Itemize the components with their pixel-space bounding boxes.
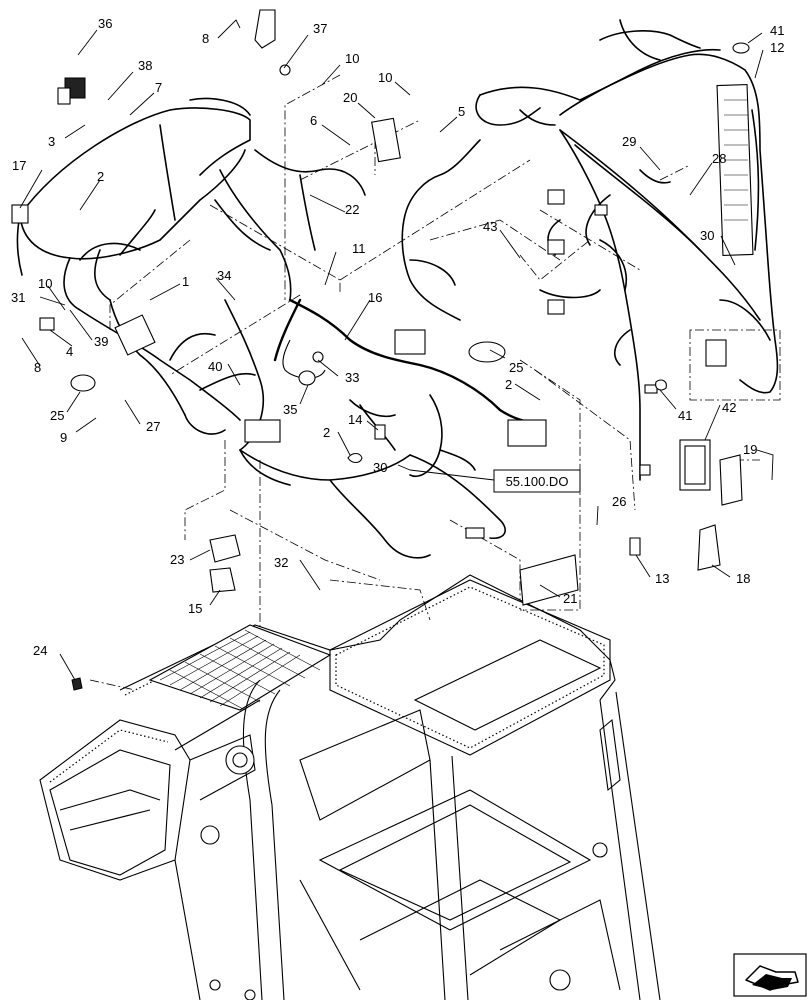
callout-29: 29 xyxy=(622,134,636,149)
next-page-arrow-icon[interactable] xyxy=(733,953,807,997)
callout-9: 9 xyxy=(60,430,67,445)
callout-16: 16 xyxy=(368,290,382,305)
machine-frame xyxy=(39,574,661,1000)
callout-17: 17 xyxy=(12,158,26,173)
callout-18: 18 xyxy=(736,571,750,586)
section-reference-label: 55.100.DO xyxy=(506,474,569,489)
callout-10: 10 xyxy=(345,51,359,66)
callout-31: 31 xyxy=(11,290,25,305)
callout-2: 2 xyxy=(323,425,330,440)
callout-38: 38 xyxy=(138,58,152,73)
callout-40: 40 xyxy=(208,359,222,374)
callout-7: 7 xyxy=(155,80,162,95)
callout-22: 22 xyxy=(345,202,359,217)
callout-25: 25 xyxy=(50,408,64,423)
callout-8: 8 xyxy=(202,31,209,46)
callout-1: 1 xyxy=(182,274,189,289)
callout-33: 33 xyxy=(345,370,359,385)
assembly-lines xyxy=(89,74,781,691)
callout-39: 39 xyxy=(94,334,108,349)
callout-8: 8 xyxy=(34,360,41,375)
callout-2: 2 xyxy=(97,169,104,184)
callout-32: 32 xyxy=(274,555,288,570)
callout-19: 19 xyxy=(743,442,757,457)
callout-30: 30 xyxy=(373,460,387,475)
callout-41: 41 xyxy=(678,408,692,423)
callout-42: 42 xyxy=(722,400,736,415)
callout-10: 10 xyxy=(378,70,392,85)
callout-11: 11 xyxy=(352,241,366,256)
callout-10: 10 xyxy=(38,276,52,291)
callout-6: 6 xyxy=(310,113,317,128)
callout-labels: 36 8 37 10 38 7 3 20 10 6 5 17 2 22 41 1… xyxy=(11,16,784,658)
callout-4: 4 xyxy=(66,344,73,359)
callout-15: 15 xyxy=(188,601,202,616)
leader-lines xyxy=(19,19,774,681)
callout-37: 37 xyxy=(313,21,327,36)
components xyxy=(11,9,754,691)
callout-30: 30 xyxy=(700,228,714,243)
callout-28: 28 xyxy=(712,151,726,166)
callout-3: 3 xyxy=(48,134,55,149)
grille-mesh xyxy=(159,629,321,711)
section-reference-box[interactable]: 55.100.DO xyxy=(493,469,581,493)
callout-35: 35 xyxy=(283,402,297,417)
callout-36: 36 xyxy=(98,16,112,31)
callout-43: 43 xyxy=(483,219,497,234)
callout-23: 23 xyxy=(170,552,184,567)
callout-20: 20 xyxy=(343,90,357,105)
callout-26: 26 xyxy=(612,494,626,509)
callout-14: 14 xyxy=(348,412,362,427)
callout-34: 34 xyxy=(217,268,231,283)
callout-13: 13 xyxy=(655,571,669,586)
callout-5: 5 xyxy=(458,104,465,119)
callout-12: 12 xyxy=(770,40,784,55)
callout-2: 2 xyxy=(505,377,512,392)
callout-21: 21 xyxy=(563,591,577,606)
callout-25: 25 xyxy=(509,360,523,375)
callout-24: 24 xyxy=(33,643,47,658)
callout-27: 27 xyxy=(146,419,160,434)
callout-41: 41 xyxy=(770,23,784,38)
main-harness-left xyxy=(16,97,537,559)
